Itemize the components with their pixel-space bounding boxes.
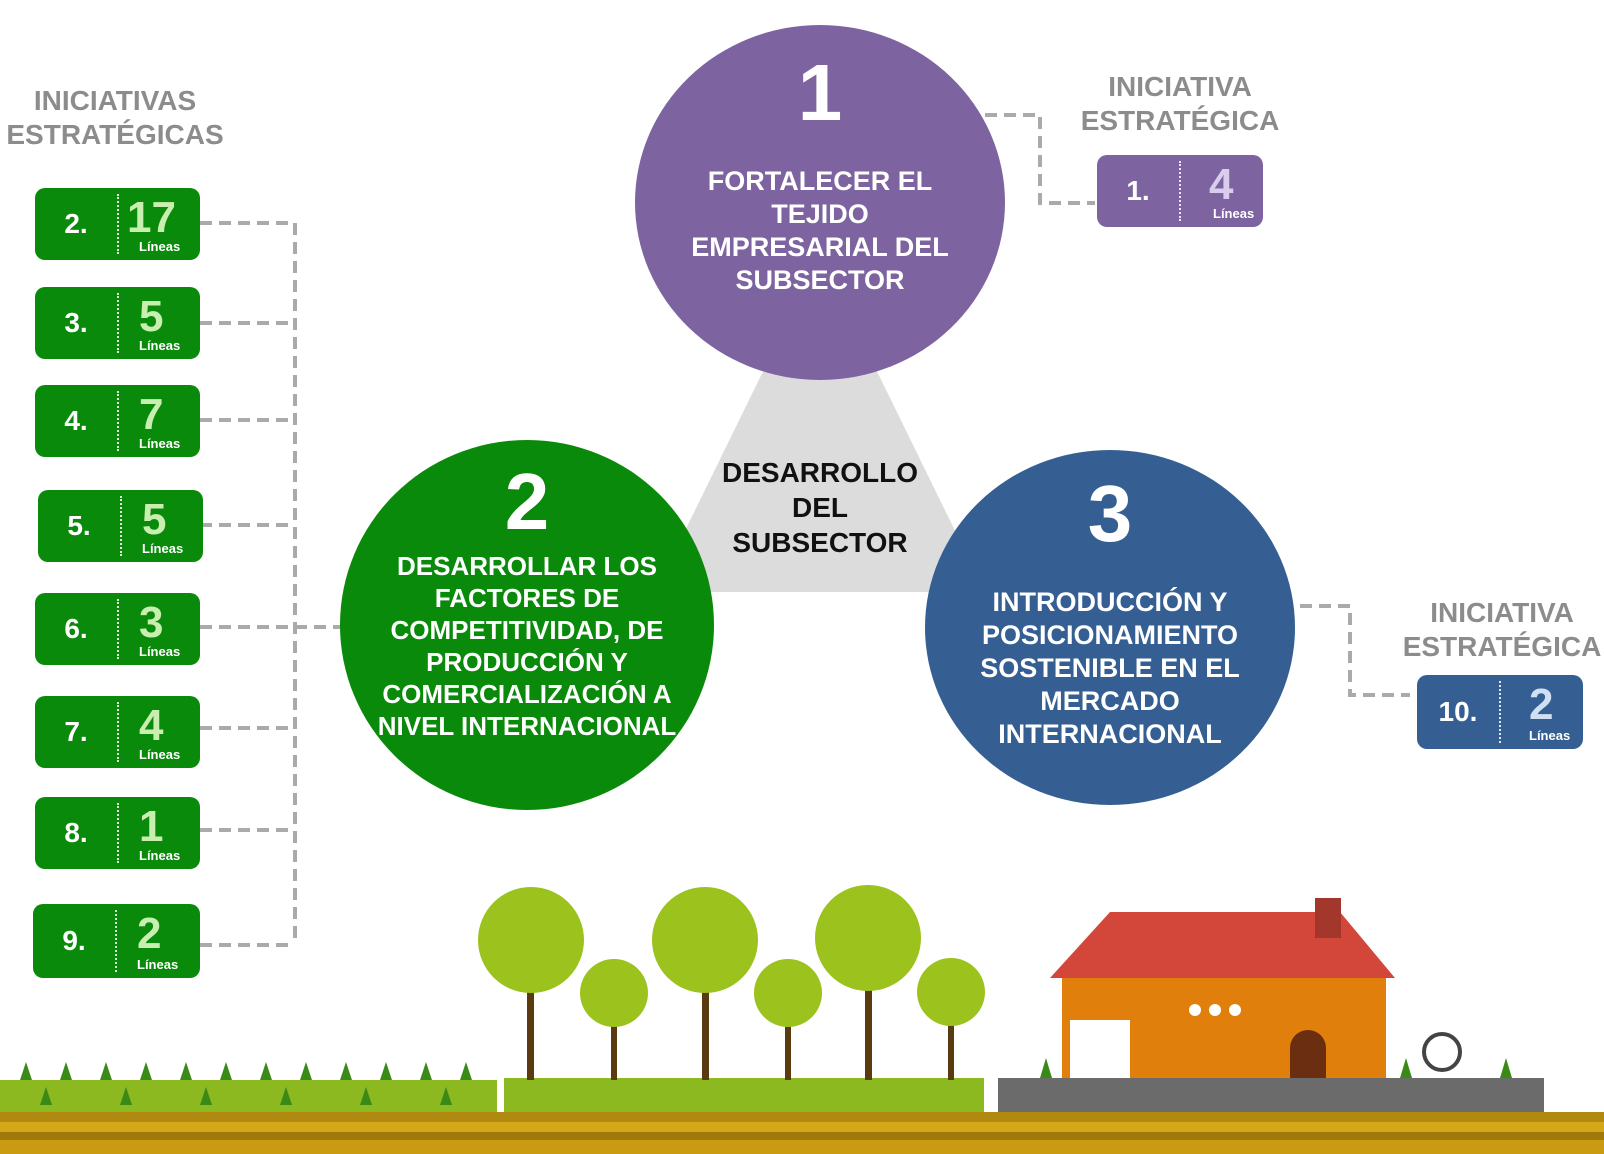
lines-unit-label: Líneas [137,957,179,972]
separator [117,293,119,353]
lines-unit-label: Líneas [139,338,181,353]
initiative-id: 6. [64,613,88,644]
objective-text: FORTALECER EL TEJIDO EMPRESARIAL DEL SUB… [691,166,949,295]
lines-unit-label: Líneas [142,541,184,556]
initiative-lines-count: 2 [137,909,162,958]
initiative-lines-count: 2 [1529,680,1554,729]
separator [117,803,119,863]
initiative-lines-count: 7 [139,390,164,439]
ground-illustration [0,885,1604,1154]
separator [120,496,122,556]
initiative-id: 7. [64,716,88,747]
objective-circle-2: 2 DESARROLLAR LOS FACTORES DE COMPETITIV… [340,440,714,810]
separator [117,702,119,762]
connector-top-right [985,113,1095,205]
initiative-badge-7: 7. 4 Líneas [35,696,200,768]
heading-bottom-right: INICIATIVA ESTRATÉGICA [1402,597,1602,662]
separator [117,599,119,659]
initiative-id: 10. [1438,696,1478,727]
lines-unit-label: Líneas [1529,728,1571,743]
separator [117,391,119,451]
initiative-lines-count: 5 [142,495,167,544]
separator [1179,161,1181,221]
initiative-lines-count: 4 [139,701,164,750]
connector-bottom-right [1300,604,1410,697]
lines-unit-label: Líneas [139,848,181,863]
lines-unit-label: Líneas [139,436,181,451]
initiative-badge-2: 2. 17 Líneas [35,188,200,260]
separator [117,194,119,254]
initiative-lines-count: 1 [139,802,164,851]
heading-left: INICIATIVAS ESTRATÉGICAS [6,85,224,150]
initiative-id: 5. [67,510,91,541]
initiative-badge-9: 9. 2 Líneas [33,904,200,978]
initiative-lines-count: 4 [1209,160,1234,209]
objective-number: 2 [504,457,550,546]
left-connectors [200,221,340,947]
initiative-badge-8: 8. 1 Líneas [35,797,200,869]
objective-text: DESARROLLAR LOS FACTORES DE COMPETITIVID… [377,551,677,741]
initiative-id: 8. [64,817,88,848]
lines-unit-label: Líneas [139,239,181,254]
lines-unit-label: Líneas [139,747,181,762]
lines-unit-label: Líneas [139,644,181,659]
separator [1499,681,1501,743]
objective-number: 1 [797,48,843,137]
initiative-lines-count: 5 [139,292,164,341]
initiative-badge-6: 6. 3 Líneas [35,593,200,665]
objective-number: 3 [1087,469,1133,558]
initiative-id: 3. [64,307,88,338]
heading-top-right: INICIATIVA ESTRATÉGICA [1080,71,1280,136]
initiative-id: 4. [64,405,88,436]
objective-circle-1: 1 FORTALECER EL TEJIDO EMPRESARIAL DEL S… [635,25,1005,380]
initiative-id: 9. [62,925,86,956]
initiative-lines-count: 3 [139,598,164,647]
separator [115,910,117,972]
initiative-badge-4: 4. 7 Líneas [35,385,200,457]
center-triangle [655,255,985,592]
center-title: DESARROLLO DEL SUBSECTOR [722,457,918,558]
objective-circle-3: 3 INTRODUCCIÓN Y POSICIONAMIENTO SOSTENI… [925,450,1295,805]
initiative-badge-10: 10. 2 Líneas [1417,675,1583,749]
initiative-lines-count: 17 [127,193,176,242]
initiative-badge-1: 1. 4 Líneas [1097,155,1263,227]
objective-text: INTRODUCCIÓN Y POSICIONAMIENTO SOSTENIBL… [980,587,1240,749]
initiative-id: 1. [1126,175,1150,206]
initiative-badge-5: 5. 5 Líneas [38,490,203,562]
initiative-id: 2. [64,208,88,239]
initiative-badge-3: 3. 5 Líneas [35,287,200,359]
lines-unit-label: Líneas [1213,206,1255,221]
